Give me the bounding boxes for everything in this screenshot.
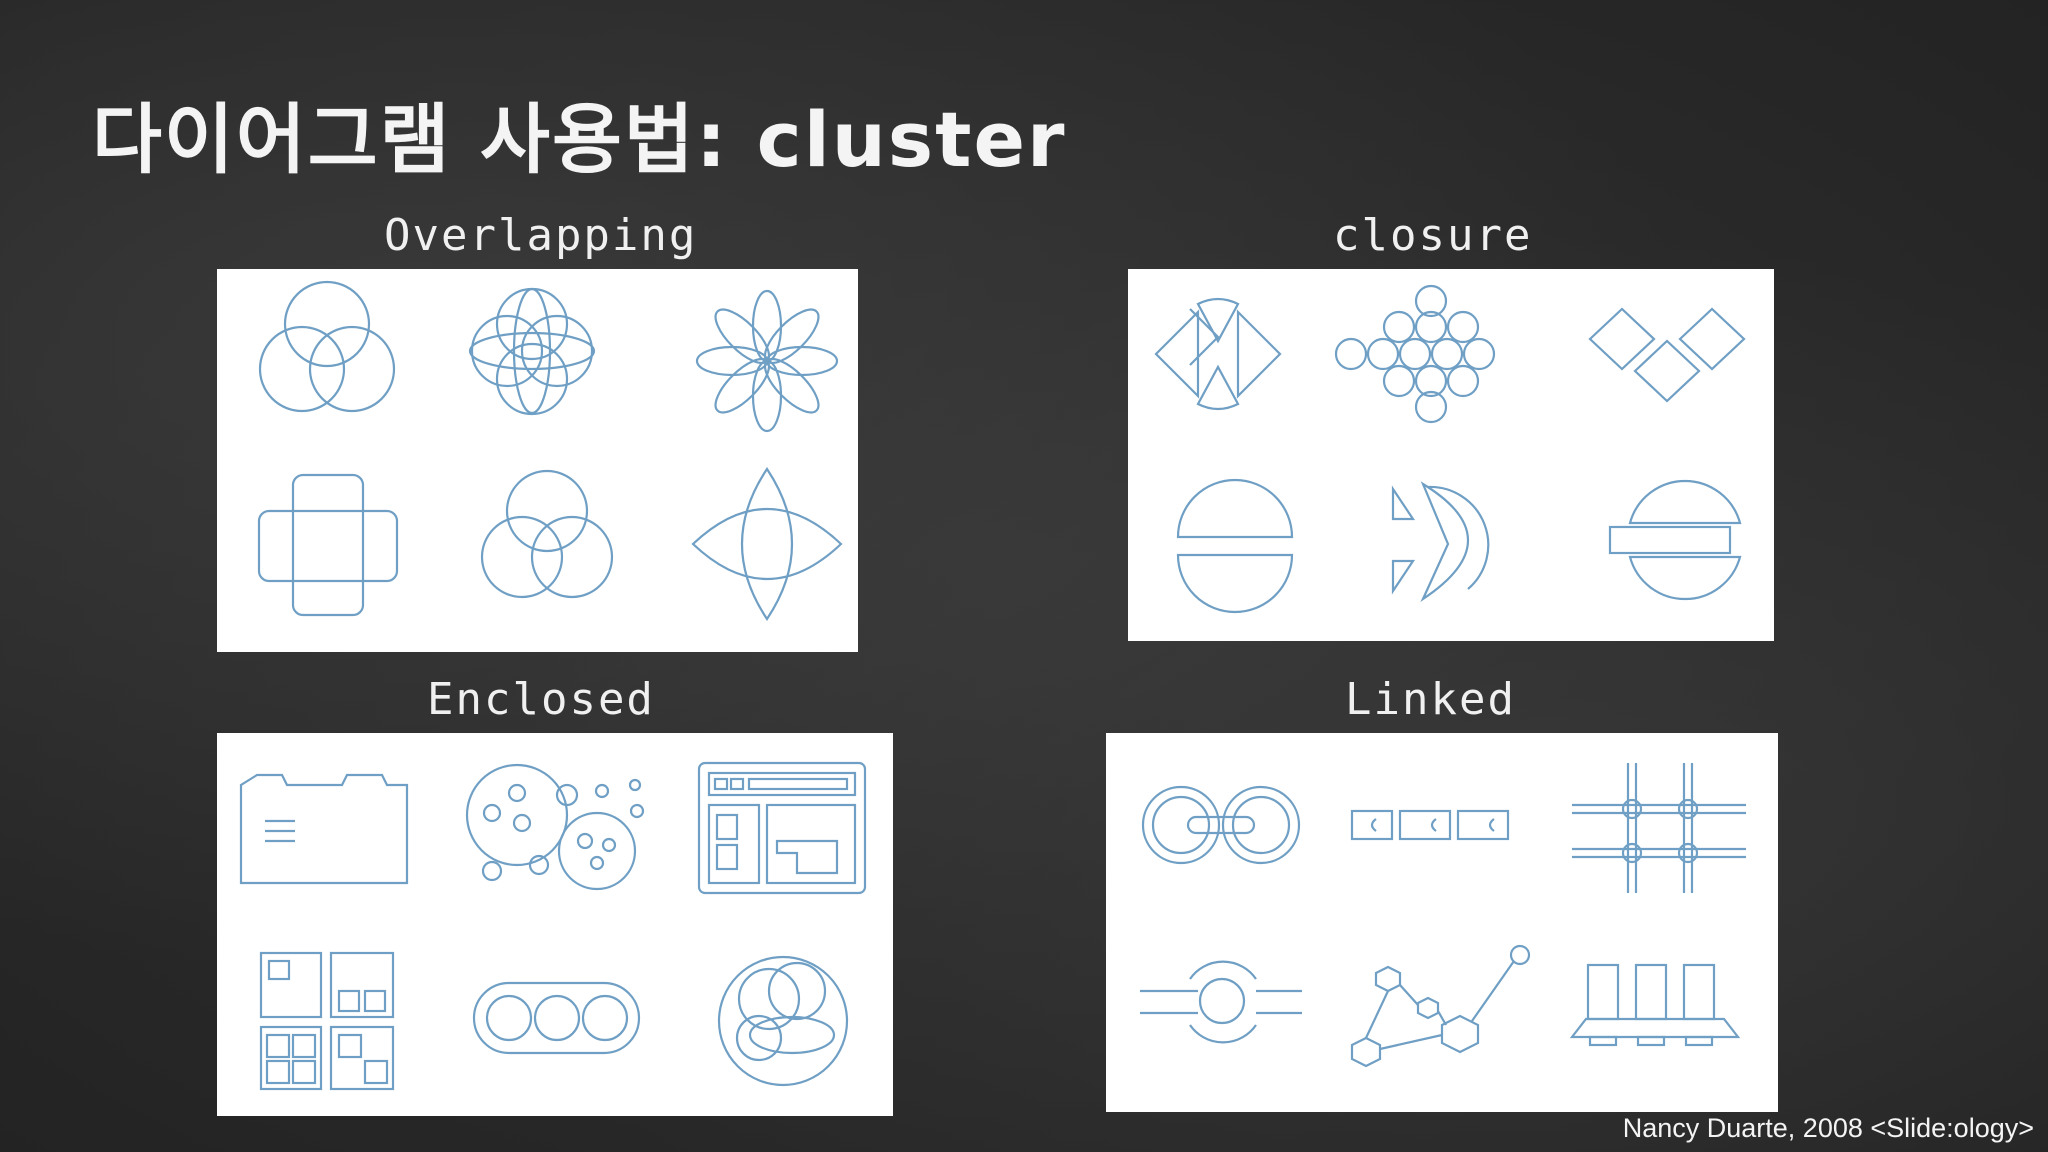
three-diamonds-icon [1588,307,1746,403]
enclosed-panel [217,733,893,1116]
section-label-overlapping: Overlapping [384,210,698,261]
lens-star-icon [691,467,843,621]
circle-cluster-icon [1334,284,1496,424]
grid-squares-icon [259,951,395,1091]
dotted-circles-icon [465,763,645,891]
linked-panel [1106,733,1778,1112]
four-circles-icon [468,287,596,416]
folder-icon [239,773,409,885]
section-label-closure: closure [1333,210,1533,261]
section-label-linked: Linked [1345,674,1516,725]
closure-diagrams [1154,284,1746,614]
striped-circle-icon [1608,479,1742,601]
window-layout-icon [697,761,867,895]
arrow-circle-icon [1391,481,1490,603]
section-label-enclosed: Enclosed [427,674,655,725]
slide-title: 다이어그램 사용법: cluster [92,95,1067,184]
linked-diagrams [1140,763,1746,1068]
overlapping-diagrams [257,280,843,621]
rack-icon [1569,963,1741,1047]
flower-icon [695,289,839,433]
enclosed-diagrams [239,761,867,1091]
cross-rects-icon [257,473,399,617]
split-circle-icon [1176,478,1294,614]
trefoil-icon [480,469,614,599]
capsule-circles-icon [472,981,641,1055]
chain-link-icon [1141,785,1301,865]
closure-panel [1128,269,1774,641]
coupling-icon [1140,960,1302,1044]
overlapping-panel [217,269,858,652]
node-grid-icon [1572,763,1746,893]
three-circles-icon [258,280,396,413]
venn-in-circle-icon [717,955,849,1087]
split-diamond-icon [1154,297,1282,411]
network-nodes-icon [1350,944,1531,1068]
connector-strip-icon [1350,809,1510,841]
credit-text: Nancy Duarte, 2008 <Slide:ology> [1622,1113,2034,1143]
